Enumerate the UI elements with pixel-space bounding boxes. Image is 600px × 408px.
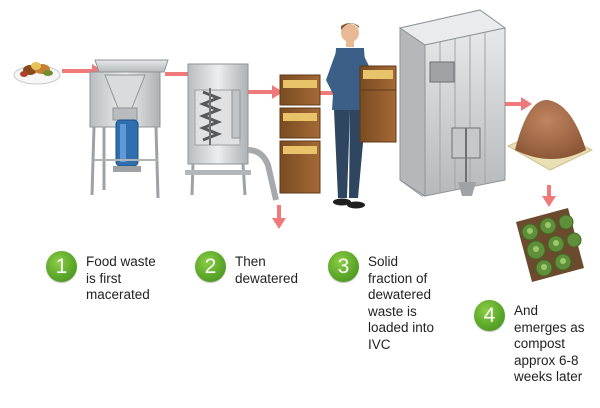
step-number-badge: 3 [328,251,359,282]
food-plate-icon [13,62,61,85]
step-4: 4 And emerges as compost approx 6-8 week… [474,300,585,386]
step-3: 3 Solid fraction of dewatered waste is l… [328,251,434,353]
step-number-badge: 1 [46,251,77,282]
dewatering-screw-press-icon [185,63,279,201]
arrow-drain-down [272,205,286,229]
arrow-composter-to-compost [497,97,532,111]
step-description: Solid fraction of dewatered waste is loa… [368,254,435,352]
step-description: And emerges as compost approx 6-8 weeks … [514,303,585,384]
cabbage-crop-icon [516,208,584,282]
macerator-icon [89,59,169,199]
arrow-dewaterer-to-crates [248,85,283,99]
compost-pile-icon [506,99,594,171]
step-2: 2 Then dewatered [195,251,298,287]
worker-icon [326,23,380,209]
step-description: Food waste is first macerated [86,254,156,302]
crate-icon [279,74,321,194]
step-number-badge: 4 [474,300,505,331]
in-vessel-composter-icon [398,9,507,197]
step-number-badge: 2 [195,251,226,282]
step-1: 1 Food waste is first macerated [46,251,156,304]
arrow-compost-to-crops [542,185,556,207]
crate-icon [359,65,397,143]
step-description: Then dewatered [235,254,299,286]
